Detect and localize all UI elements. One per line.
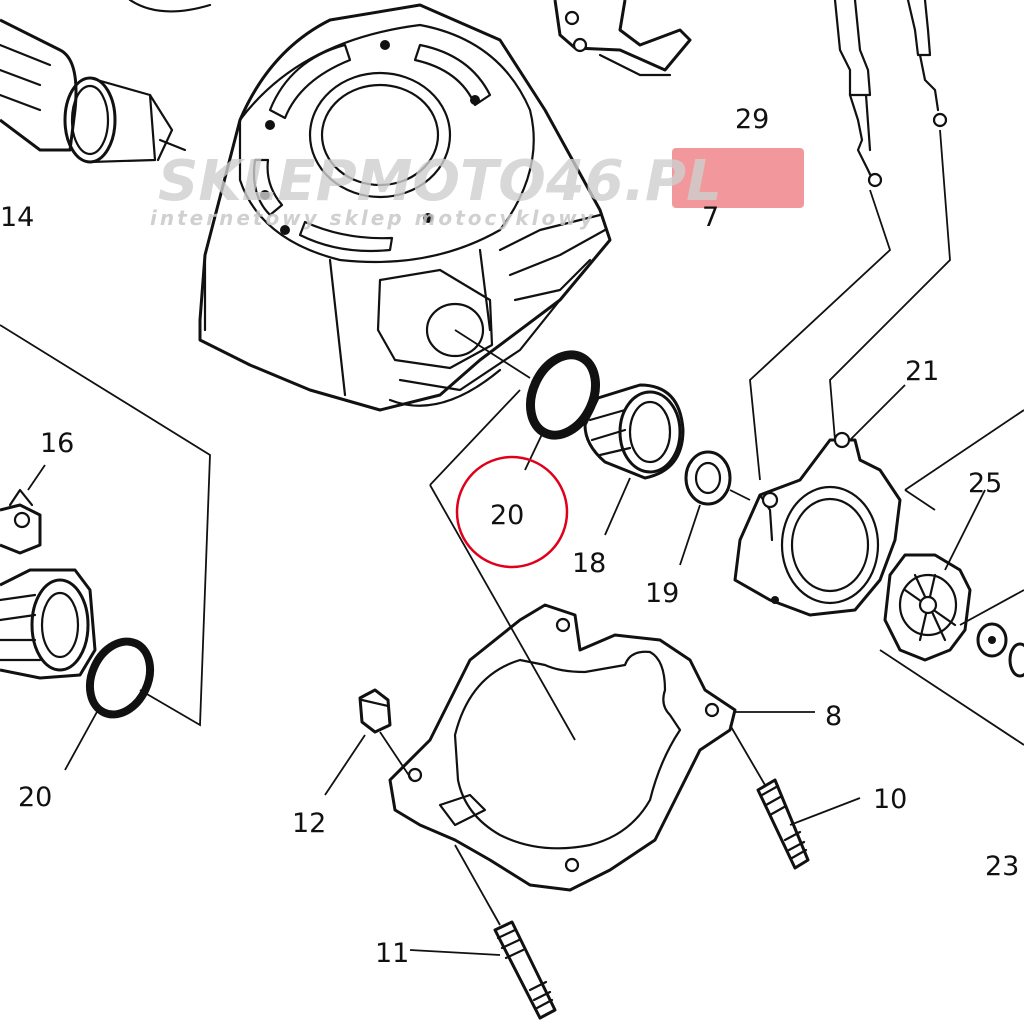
cable-bracket	[553, 0, 692, 77]
label-part-14: 14	[0, 202, 34, 233]
part-labels: 14 7 29 21 25 16 20 18 19 20 8 12 10 23 …	[0, 104, 1019, 969]
label-part-18: 18	[572, 548, 606, 579]
hose-fitting	[0, 0, 212, 164]
label-part-10: 10	[873, 784, 907, 815]
label-part-8: 8	[825, 701, 842, 732]
highlight-circle	[455, 455, 569, 569]
watermark-tagline: internetowy sklep motocyklowy	[150, 206, 596, 230]
label-part-16: 16	[40, 428, 74, 459]
pump-washer-right	[879, 409, 1024, 746]
impeller	[883, 489, 986, 662]
leader-frame-left	[0, 324, 576, 741]
label-part-25: 25	[968, 468, 1002, 499]
control-cables	[749, 0, 951, 481]
label-part-7: 7	[702, 202, 719, 233]
stud-bolt-lower	[409, 844, 557, 1020]
watermark-accent-box	[672, 148, 804, 208]
dowel-pin	[324, 688, 413, 796]
o-ring-lower	[64, 637, 155, 771]
washer	[679, 450, 751, 566]
label-part-20-highlighted: 20	[490, 500, 524, 531]
oil-seal	[583, 383, 685, 536]
label-part-29: 29	[735, 104, 769, 135]
label-part-19: 19	[645, 578, 679, 609]
stud-bolt-right	[729, 724, 861, 870]
label-part-21: 21	[905, 356, 939, 387]
watermark-brand: SKLEPMOTO46.PL	[158, 149, 722, 214]
label-part-23: 23	[985, 851, 1019, 882]
label-part-11: 11	[375, 938, 409, 969]
label-part-20-lower: 20	[18, 782, 52, 813]
hose-clamp	[0, 464, 46, 555]
base-gasket	[388, 603, 815, 892]
watermark: SKLEPMOTO46.PL internetowy sklep motocyk…	[150, 148, 804, 230]
water-pump-housing	[733, 384, 906, 617]
cylinder	[198, 3, 612, 412]
o-ring-highlighted	[454, 329, 600, 471]
label-part-12: 12	[292, 808, 326, 839]
intake-joint	[0, 568, 97, 680]
